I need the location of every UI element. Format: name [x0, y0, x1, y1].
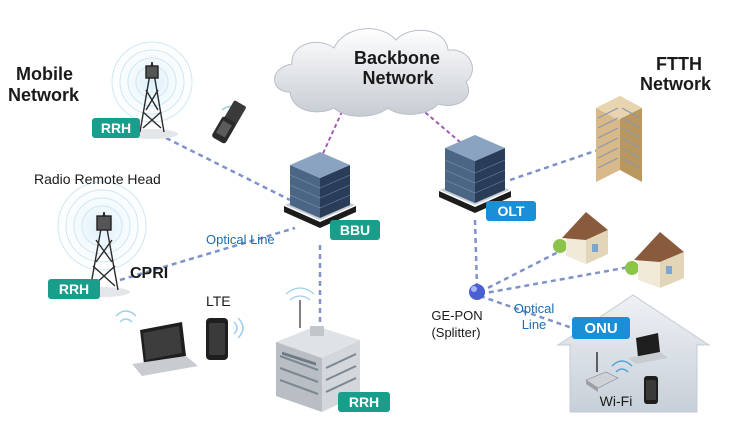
laptop-icon: [115, 310, 198, 376]
flip-phone-icon: [212, 100, 246, 144]
olt-to-ftth-building-line: [509, 148, 599, 182]
cpri-label: CPRI: [130, 265, 168, 282]
bbu-building-icon: [284, 152, 356, 228]
smartphone-icon: [206, 317, 244, 360]
lte-label: LTE: [206, 293, 231, 309]
olt-to-splitter-line: [473, 219, 479, 289]
house-2-icon: [625, 232, 684, 288]
optical-line-right-label-line1: Optical: [514, 301, 555, 316]
radio-remote-head-label: Radio Remote Head: [34, 171, 161, 187]
optical-line-left-label: Optical Line: [206, 232, 275, 247]
cloud-to-bbu-line: [319, 104, 346, 161]
olt-badge: OLT: [486, 201, 536, 221]
svg-text:RRH: RRH: [59, 281, 89, 297]
rrh-left-to-bbu-line: [119, 226, 296, 282]
connection-lines: [119, 104, 636, 332]
cloud-to-olt-line: [419, 107, 461, 143]
optical-line-right-label-line2: Line: [522, 317, 547, 332]
radio-waves-top: [104, 34, 200, 130]
svg-text:RRH: RRH: [101, 120, 131, 136]
home-laptop-icon: [628, 333, 668, 364]
home-outline: [556, 294, 711, 413]
backbone-network-label-line2: Network: [362, 68, 434, 88]
svg-text:OLT: OLT: [498, 203, 525, 219]
wifi-label: Wi-Fi: [600, 393, 633, 409]
rrh-building-badge: RRH: [338, 392, 390, 412]
rrh-top-badge: RRH: [92, 118, 140, 138]
ftth-network-label-line1: FTTH: [656, 54, 702, 74]
home-smartphone-icon: [644, 376, 658, 404]
wifi-router-icon: [585, 352, 633, 392]
ftth-network-label-line2: Network: [640, 74, 712, 94]
svg-text:ONU: ONU: [584, 320, 617, 337]
onu-badge: ONU: [572, 317, 630, 339]
rrh-top-to-bbu-line: [149, 128, 291, 202]
backbone-network-label-line1: Backbone: [354, 48, 440, 68]
splitter-to-house2-line: [479, 264, 636, 296]
svg-text:BBU: BBU: [340, 222, 370, 238]
svg-text:RRH: RRH: [349, 394, 379, 410]
backbone-cloud: [274, 28, 473, 117]
splitter-node: [469, 284, 485, 300]
bbu-badge: BBU: [330, 220, 380, 240]
ftth-building-icon: [596, 96, 642, 182]
ge-pon-label-line2: (Splitter): [431, 325, 480, 340]
rrh-left-badge: RRH: [48, 279, 100, 299]
house-1-icon: [553, 212, 608, 264]
mobile-network-label-line2: Network: [8, 85, 80, 105]
ge-pon-label-line1: GE-PON: [431, 308, 482, 323]
mobile-network-label-line1: Mobile: [16, 64, 73, 84]
